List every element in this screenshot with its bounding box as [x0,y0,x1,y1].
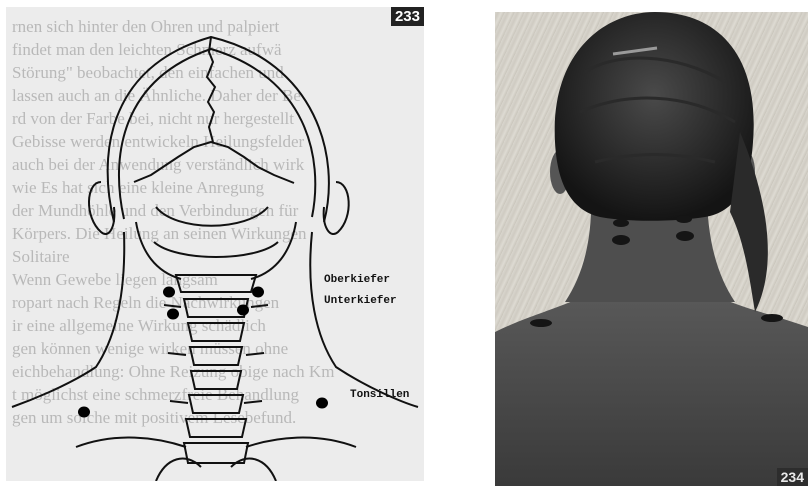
skull-outline [108,37,329,222]
vertebra [190,347,242,365]
neck-right [310,232,418,407]
shoulders [495,282,808,486]
vertebra [176,275,256,292]
sagittal-suture [207,37,215,142]
mandible-right [251,222,296,279]
neck-back-photo [495,12,808,486]
figure-number-badge: 234 [777,468,808,486]
right-clavicle [246,438,356,447]
point-lower-jaw-right [237,305,249,316]
left-clavicle [76,438,186,447]
vertebra [188,323,244,341]
point-lower-jaw-left [167,309,179,320]
label-upper-jaw: Oberkiefer [324,274,390,286]
anatomy-illustration-panel: rnen sich hinter den Ohren und palpiert … [6,7,424,481]
vertebra [184,443,248,463]
skull-spine-drawing [6,7,424,481]
marked-point-upper-right [676,215,692,223]
point-tonsil-left [78,407,90,418]
marked-point-lower-left [612,235,630,245]
neck-left [12,232,124,407]
point-upper-jaw-right [252,287,264,298]
marked-point-shoulder-left [530,319,552,327]
jaw-lower [154,242,278,257]
occipital-base [156,207,268,226]
mandible-left [136,222,181,279]
marked-point-upper-left [613,219,629,227]
point-tonsil-right [316,398,328,409]
marked-point-lower-right [676,231,694,241]
ribs [156,459,276,481]
skull-inner-outline [119,49,315,219]
vertebra [186,419,246,437]
marked-point-shoulder-right [761,314,783,322]
point-upper-jaw-left [163,287,175,298]
vertebra [189,395,243,413]
vertebra [191,371,241,389]
label-tonsils: Tonsillen [350,389,409,401]
lambdoid-suture [134,142,294,183]
label-lower-jaw: Unterkiefer [324,295,397,307]
neck-photo-panel: 234 [495,12,808,486]
figure-number-badge: 233 [391,7,424,26]
